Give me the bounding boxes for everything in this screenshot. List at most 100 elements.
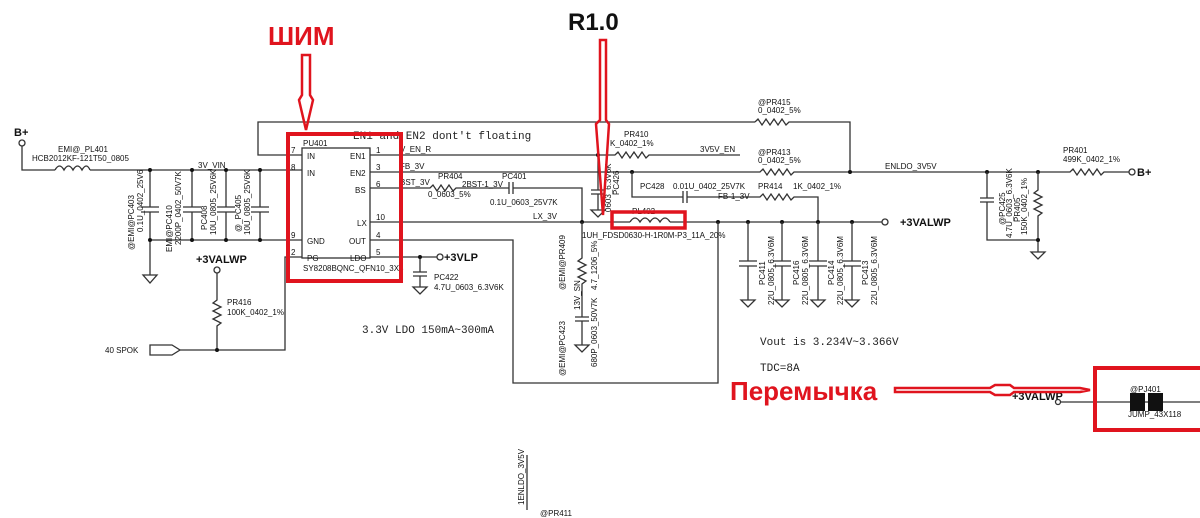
en-loop-wire: [257, 121, 851, 172]
output-capacitors: [739, 222, 861, 308]
net-fb1-3v: FB-1_3V: [718, 192, 750, 201]
chip-ref: PU401: [303, 139, 328, 148]
svg-text:IN: IN: [307, 169, 315, 178]
pc410-ref: EMI@PC410: [165, 205, 174, 252]
pr405-ref: PR405: [1013, 197, 1022, 222]
out-sense-wire: [370, 222, 719, 384]
net-3vlp: +3VLP: [444, 252, 478, 264]
jumper-arrow-icon: [893, 383, 1091, 397]
fb1-wire: [631, 172, 819, 222]
snubber-icon: [573, 222, 591, 353]
pc426-ref: PC426: [612, 170, 621, 195]
svg-text:PG: PG: [307, 254, 319, 263]
3vlp-terminal: [436, 253, 444, 261]
pwm-arrow-icon: [297, 53, 315, 131]
net-3valwp-jumper: +3VALWP: [1012, 391, 1063, 403]
spok-port-icon: [149, 344, 182, 356]
pc426-capacitor-icon: [589, 155, 607, 218]
pr405-value: 150K_0402_1%: [1020, 178, 1029, 235]
pr414-value: 1K_0402_1%: [793, 182, 841, 191]
pj401-ref: @PJ401: [1130, 385, 1161, 394]
svg-text:10: 10: [376, 213, 385, 222]
pl402-inductor-icon: [629, 217, 671, 224]
net-3v5v-en: 3V5V_EN: [700, 145, 735, 154]
net-3v-vin: 3V_VIN: [198, 161, 226, 170]
pc414-ref: PC414: [827, 260, 836, 285]
pl402-highlight-box: [610, 210, 687, 230]
pc410-value: 2200P_0402_50V7K: [174, 170, 183, 245]
tdc-note: TDC=8A: [760, 363, 800, 375]
jumper-highlight-box: [1093, 366, 1200, 432]
v-en-r-wire: [370, 150, 740, 160]
svg-text:8: 8: [291, 163, 296, 172]
pj401-value: JUMP_43X118: [1128, 410, 1182, 419]
pr409-ref: @EMI@PR409: [558, 235, 567, 290]
svg-text:BS: BS: [355, 186, 366, 195]
fb-enldo-wire: [370, 167, 1129, 177]
net-fb-3v: FB_3V: [400, 162, 425, 171]
net-v-en-r: V_EN_R: [400, 145, 431, 154]
net-enldo-bottom: 1ENLDO_3V5V: [517, 448, 526, 505]
pc411-ref: PC411: [758, 261, 767, 285]
r10-annotation: R1.0: [568, 9, 619, 36]
pr410-ref: PR410: [624, 130, 649, 139]
pc425-value: 4.7U_0603_6.3V6K: [1005, 168, 1014, 239]
pc428-ref: PC428: [640, 182, 665, 191]
pc413-value: 22U_0805_6.3V6M: [870, 236, 879, 305]
vout-note: Vout is 3.234V~3.366V: [760, 337, 899, 349]
pr401-value: 499K_0402_1%: [1063, 155, 1120, 164]
pg-wire: [180, 256, 302, 351]
pc401-value: 0.1U_0603_25V7K: [490, 198, 558, 207]
svg-text:IN: IN: [307, 152, 315, 161]
pr410-value: K_0402_1%: [610, 139, 654, 148]
pr416-value: 100K_0402_1%: [227, 308, 284, 317]
pr413-value: 0_0402_5%: [758, 156, 801, 165]
pr415-value: 0_0402_5%: [758, 106, 801, 115]
pc426-value: 0603_6.3V6K: [604, 163, 613, 212]
net-enldo: ENLDO_3V5V: [885, 162, 937, 171]
svg-text:4: 4: [376, 231, 381, 240]
svg-text:GND: GND: [307, 237, 325, 246]
vin-wire: [21, 146, 302, 171]
net-3valwp-output: +3VALWP: [900, 217, 951, 229]
svg-text:7: 7: [291, 146, 296, 155]
pc405-value: 10U_0805_25V6K: [243, 169, 252, 235]
bplus-terminal-right: [1128, 168, 1136, 176]
pc422-value: 4.7U_0603_6.3V6K: [434, 283, 505, 292]
pc428-value: 0.01U_0402_25V7K: [673, 182, 746, 191]
bplus-terminal: [18, 139, 26, 147]
pr414-ref: PR414: [758, 182, 783, 191]
3valwp-terminal: [213, 266, 221, 274]
pl401-ref: EMI@_PL401: [58, 145, 108, 154]
pj401-jumper-icon: [1130, 393, 1145, 411]
pc416-value: 22U_0805_6.3V6M: [801, 236, 810, 305]
svg-text:EN2: EN2: [350, 169, 366, 178]
pj401-jumper-pad: [1148, 393, 1163, 411]
bs-wire: [370, 182, 583, 222]
pc405-ref: @_PC405: [234, 194, 243, 232]
net-bst1-3v: 2BST-1_3V: [462, 180, 504, 189]
bplus-label-right: B+: [1137, 167, 1151, 179]
pr404-value: 0_0603_5%: [428, 190, 471, 199]
pr415-resistor-icon: [754, 117, 800, 127]
pl401-value: HCB2012KF-121T50_0805: [32, 154, 130, 163]
svg-text:3: 3: [376, 163, 381, 172]
svg-text:9: 9: [291, 231, 296, 240]
pr411-ref: @PR411: [540, 509, 573, 518]
pc403-ref: @EMI@PC403: [127, 195, 136, 250]
svg-text:1: 1: [376, 146, 381, 155]
net-3valwp-pg: +3VALWP: [196, 254, 247, 266]
pwm-highlight-box: [286, 132, 403, 283]
pc422-ref: PC422: [434, 273, 459, 282]
pc413-ref: PC413: [861, 260, 870, 285]
svg-text:5: 5: [376, 248, 381, 257]
svg-text:EN1: EN1: [350, 152, 366, 161]
pr409-value: 4.7_1206_5%: [590, 241, 599, 290]
pr404-ref: PR404: [438, 172, 463, 181]
pc423-value: 680P_0603_50V7K: [590, 297, 599, 367]
pc403-value: 0.1U_0402_25V6: [136, 169, 145, 232]
jumper-annotation: Перемычка: [730, 376, 878, 406]
pc416-ref: PC416: [792, 260, 801, 285]
